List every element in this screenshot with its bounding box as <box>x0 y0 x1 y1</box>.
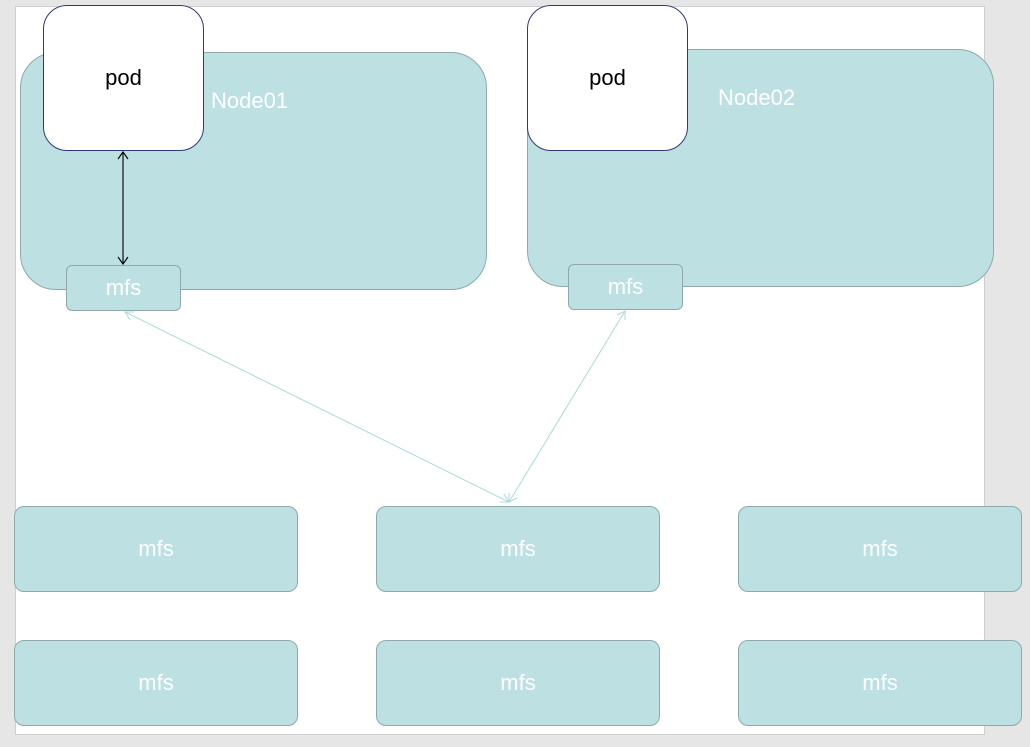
cluster-mfs-3-label: mfs <box>862 536 898 561</box>
cluster-mfs-1-label: mfs <box>138 536 174 561</box>
cluster-mfs-6-label: mfs <box>862 670 898 695</box>
node-01-mfs-label: mfs <box>105 275 142 300</box>
node-02-mfs-label: mfs <box>607 274 644 299</box>
node-02-mfs[interactable]: mfs <box>568 264 683 310</box>
cluster-mfs-4[interactable]: mfs <box>14 640 298 726</box>
node-01-label: Node01 <box>211 88 289 113</box>
cluster-mfs-1[interactable]: mfs <box>14 506 298 592</box>
cluster-mfs-5[interactable]: mfs <box>376 640 660 726</box>
pod-node-02[interactable]: pod <box>527 5 688 151</box>
cluster-mfs-3[interactable]: mfs <box>738 506 1022 592</box>
pod-node-01-label: pod <box>105 65 142 90</box>
cluster-mfs-4-label: mfs <box>138 670 174 695</box>
node-01-mfs[interactable]: mfs <box>66 265 181 311</box>
node-02-label: Node02 <box>718 85 796 110</box>
cluster-mfs-5-label: mfs <box>500 670 536 695</box>
pod-node-02-label: pod <box>589 65 626 90</box>
cluster-mfs-2[interactable]: mfs <box>376 506 660 592</box>
cluster-mfs-2-label: mfs <box>500 536 536 561</box>
cluster-mfs-6[interactable]: mfs <box>738 640 1022 726</box>
pod-node-01[interactable]: pod <box>43 5 204 151</box>
